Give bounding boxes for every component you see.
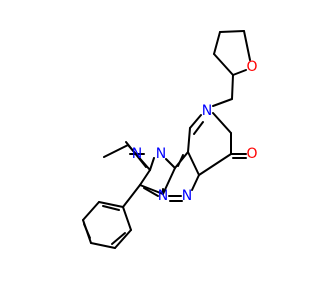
bond — [149, 157, 155, 171]
bond — [232, 69, 247, 76]
bond — [231, 74, 234, 100]
atom-labels: N N N N N O O — [132, 59, 258, 204]
bond — [219, 30, 245, 33]
bond — [103, 144, 129, 158]
molecule-canvas: N N N N N O O — [82, 30, 258, 249]
atom-n_ring2: N — [132, 146, 142, 162]
bond — [83, 223, 91, 239]
bond — [114, 229, 132, 249]
bond — [198, 153, 232, 176]
bond — [187, 127, 191, 153]
bond — [90, 242, 116, 249]
bond — [212, 98, 233, 107]
bond — [102, 205, 120, 211]
bond — [122, 206, 132, 231]
bond — [122, 184, 141, 208]
bond — [98, 201, 124, 208]
atom-n_ring3: N — [158, 188, 168, 204]
bond — [243, 30, 251, 61]
bond — [82, 201, 100, 221]
bond — [177, 154, 184, 167]
bond — [212, 112, 232, 134]
bonds — [82, 30, 251, 249]
bond — [213, 31, 221, 55]
bond — [162, 167, 176, 195]
atom-n_ring4: N — [182, 188, 192, 204]
bond — [111, 232, 126, 245]
bond — [189, 114, 202, 129]
bond — [165, 158, 176, 169]
molecule-diagram: N N N N N O O — [82, 30, 258, 249]
atom-o_thf: O — [246, 59, 257, 75]
bond — [139, 184, 164, 195]
atom-n_ring1: N — [156, 146, 166, 162]
bond — [187, 151, 200, 176]
bond — [191, 174, 200, 191]
atom-n_ring5: N — [202, 103, 212, 119]
bond — [125, 141, 147, 168]
bond — [213, 53, 234, 76]
bond — [139, 169, 151, 186]
bond — [143, 187, 159, 197]
atom-o_carbonyl: O — [246, 146, 257, 162]
bond — [193, 121, 204, 135]
